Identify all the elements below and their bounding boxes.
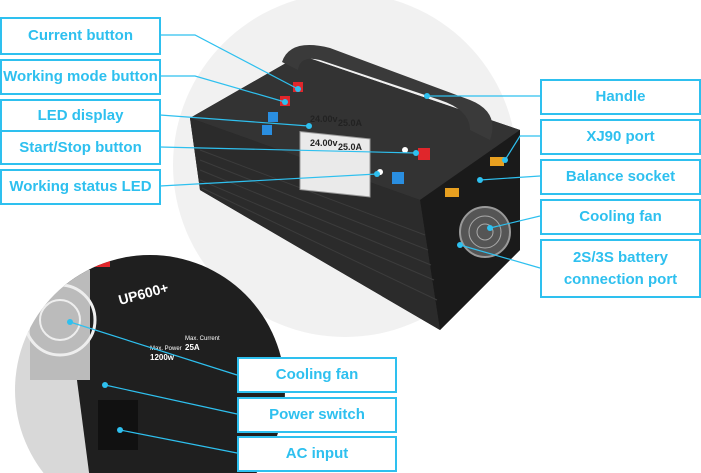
handle-shape: [282, 45, 493, 140]
label-ac-input: AC input: [237, 436, 397, 472]
label-cooling-fan: Cooling fan: [540, 199, 701, 235]
spec-current-label: Max. Current: [185, 336, 220, 342]
leader-dots: [67, 86, 508, 433]
label-start-stop-button: Start/Stop button: [0, 130, 161, 165]
label-led-display: LED display: [0, 99, 161, 132]
label-battery-connection-port: 2S/3S battery connection port: [540, 239, 701, 298]
cooling-fan-graphic: [459, 206, 511, 258]
lcd-screen: [299, 130, 371, 198]
label-handle: Handle: [540, 79, 701, 115]
spec-current-value: 25A: [185, 343, 200, 352]
label-working-mode-button: Working mode button: [0, 59, 161, 95]
spec-power-label: Max. Power: [150, 346, 182, 352]
lcd-line-1: 24.00v: [310, 114, 338, 124]
lcd-line-4: 25.0A: [338, 142, 363, 152]
label-working-status-led: Working status LED: [0, 169, 161, 205]
label-rear-cooling-fan: Cooling fan: [237, 357, 397, 393]
label-power-switch: Power switch: [237, 397, 397, 433]
lcd-line-3: 24.00v: [310, 138, 338, 148]
lcd-line-2: 25.0A: [338, 118, 363, 128]
leader-lines: [69, 34, 541, 454]
spec-power-value: 1200w: [150, 353, 175, 362]
label-current-button: Current button: [0, 17, 161, 55]
label-xj90-port: XJ90 port: [540, 119, 701, 155]
label-balance-socket: Balance socket: [540, 159, 701, 195]
